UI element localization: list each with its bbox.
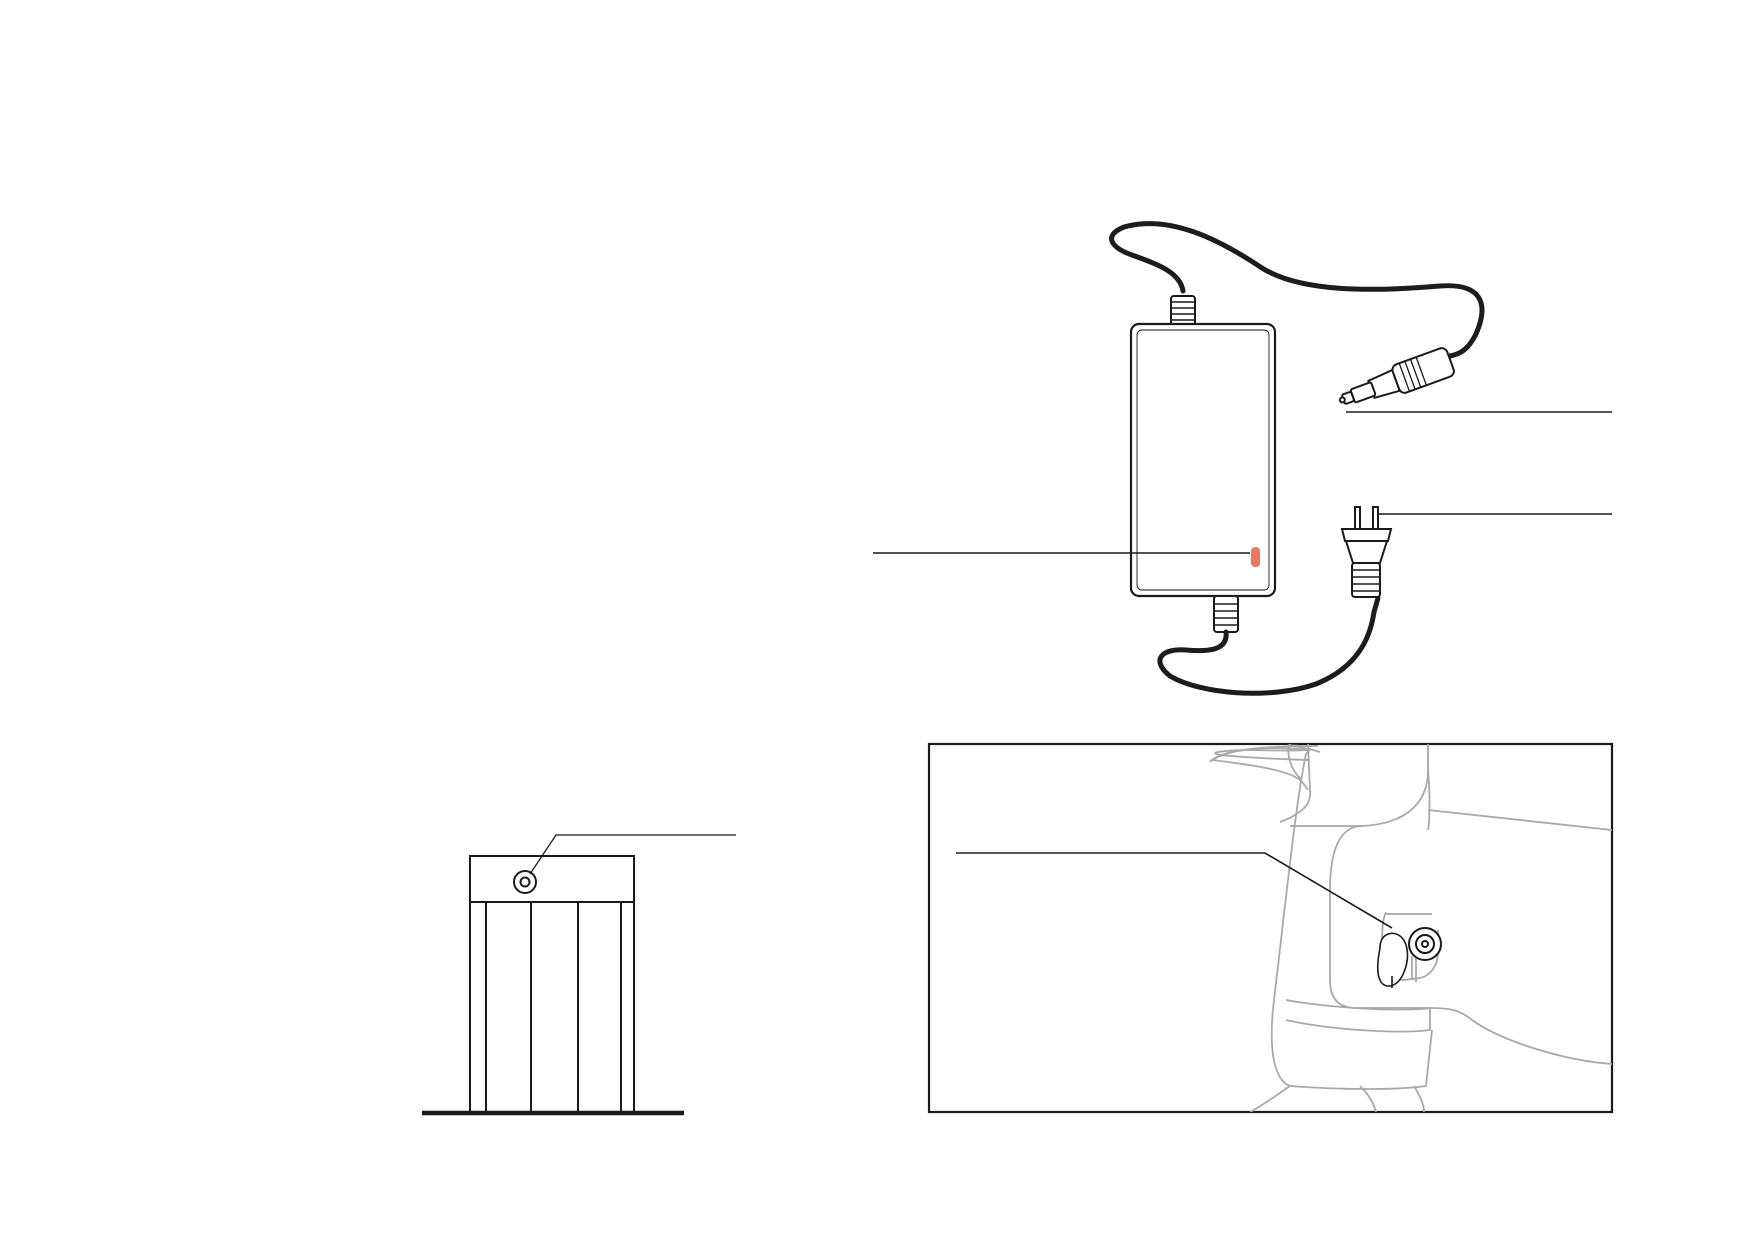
callout-scooter-charging-port: [956, 852, 1393, 929]
charger-output-cable: [1109, 221, 1485, 359]
scooter-frame-illustration: [1209, 744, 1612, 1112]
callout-battery-charging-port: [529, 834, 736, 875]
charger-input-plug-icon: [1340, 506, 1393, 598]
charging-port-cap-icon: [1376, 932, 1409, 988]
charger-output-plug-icon: [1338, 347, 1455, 405]
charger-indicator-light-icon: [1251, 547, 1260, 567]
battery-top-cap: [469, 855, 635, 903]
charger-body: [1129, 322, 1277, 598]
battery-charging-port-icon: [513, 870, 537, 894]
scooter-charging-port-icon: [1408, 927, 1442, 961]
charger-adapter: [1109, 221, 1485, 696]
charger-input-cable: [1157, 595, 1381, 696]
battery-pack: [422, 855, 684, 1116]
detail-frame: [927, 742, 1614, 1114]
